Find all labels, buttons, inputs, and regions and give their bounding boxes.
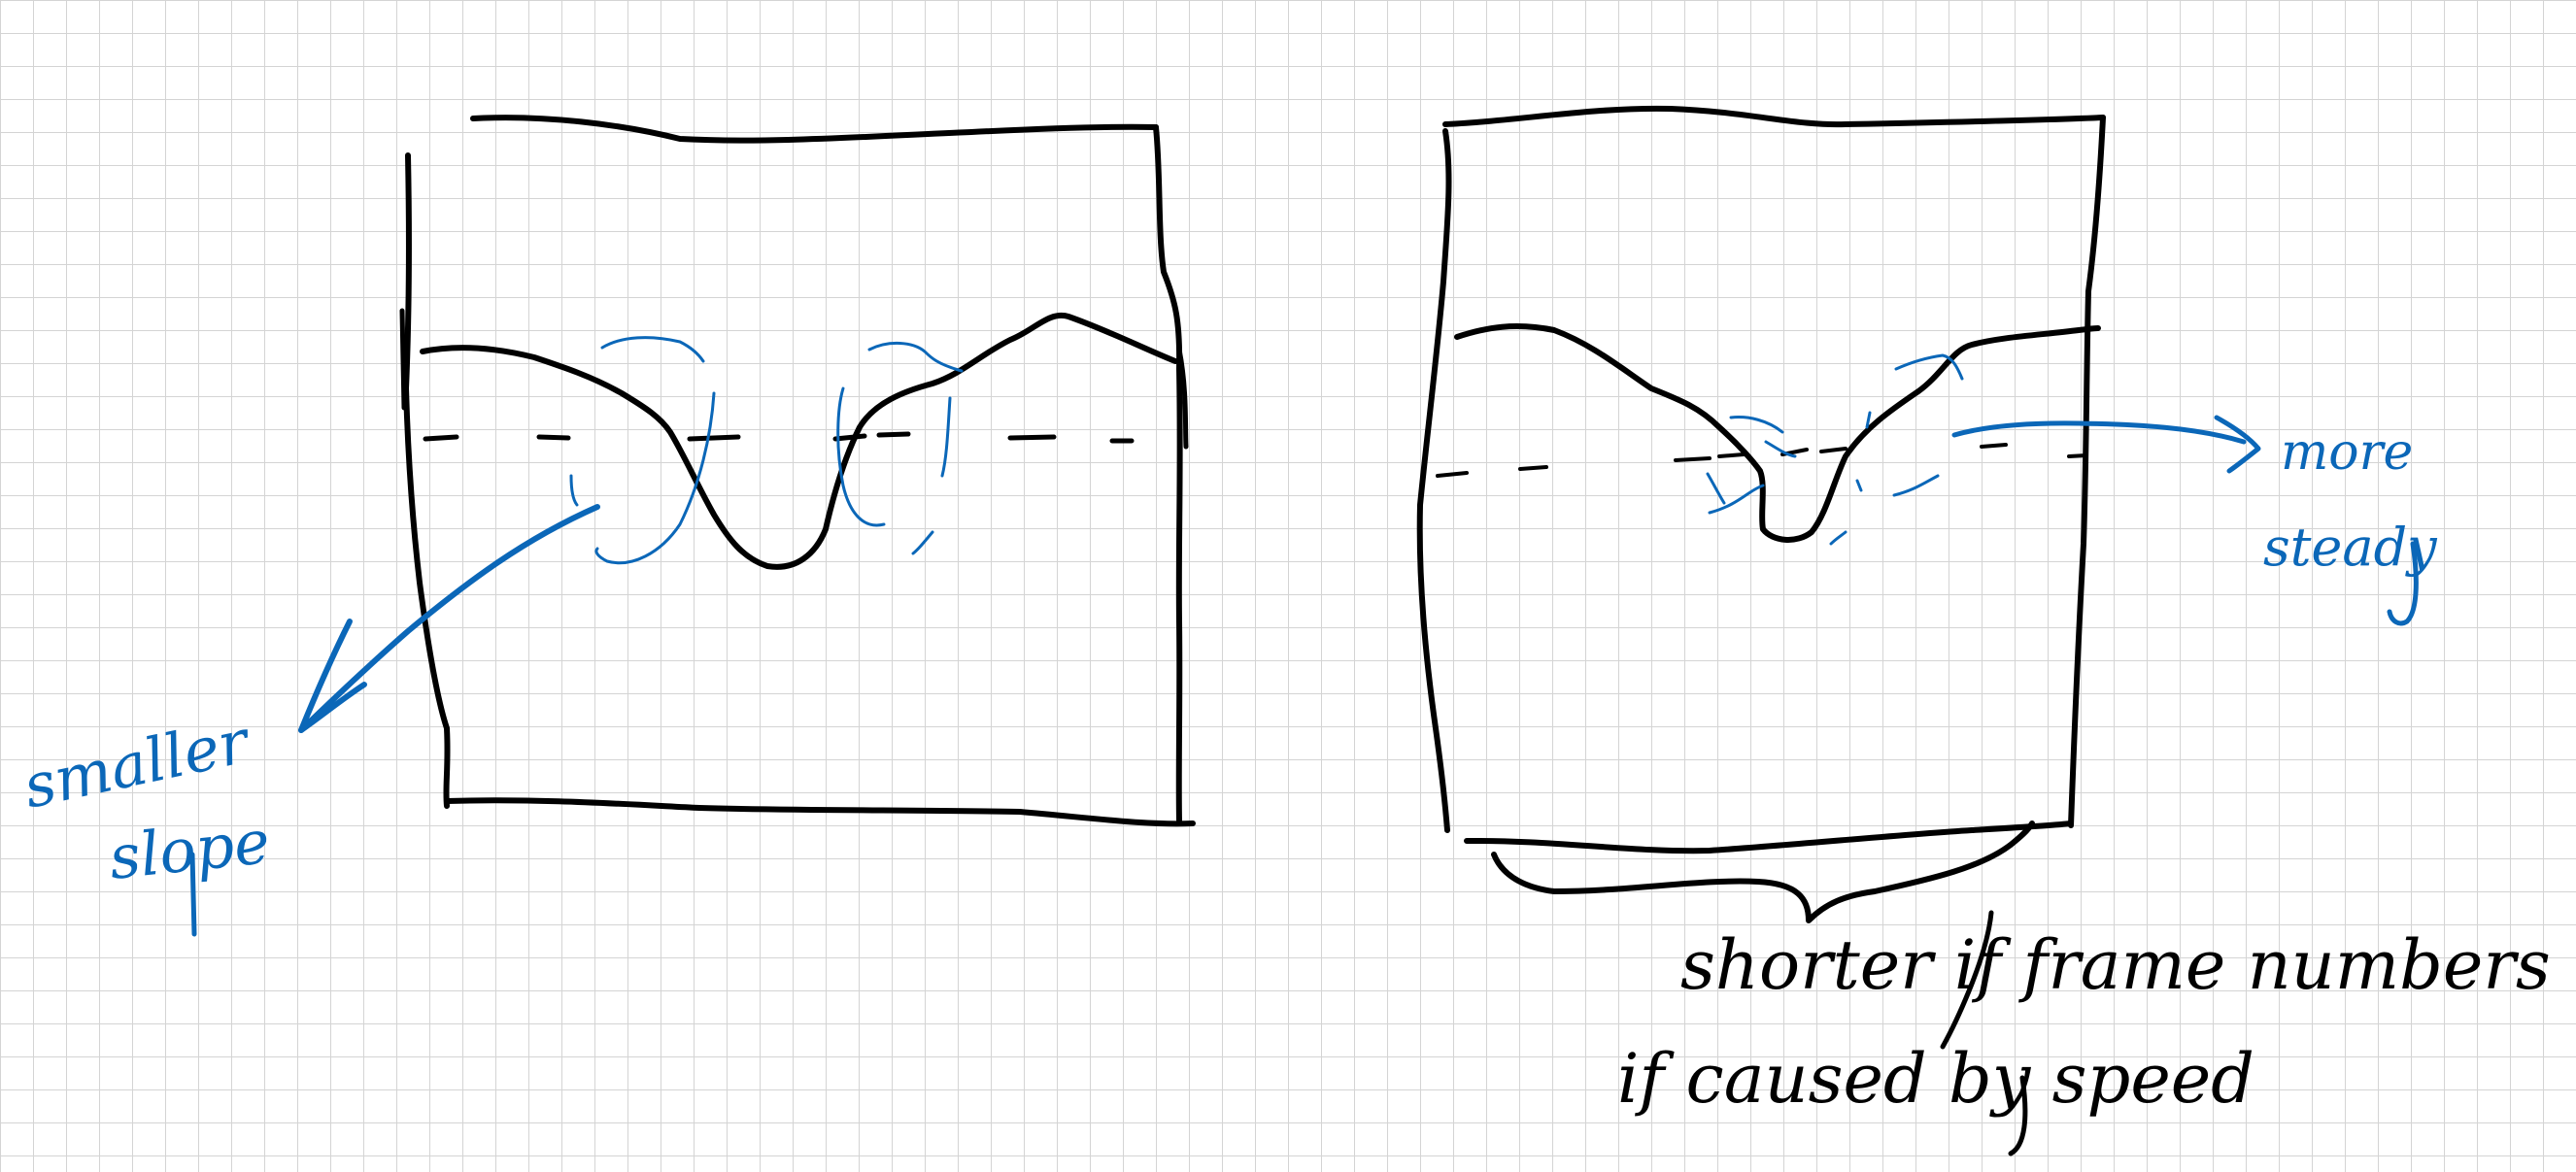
- left-blue-stroke-e: [836, 386, 886, 527]
- right-frame-left: [1416, 128, 1452, 833]
- right-blue-hump-b: [1729, 416, 1797, 458]
- left-annotation: smaller slope: [17, 705, 273, 937]
- left-annotation-descender: [189, 852, 197, 937]
- right-frame-right: [2068, 115, 2106, 828]
- left-terrain-curve: [420, 312, 1178, 570]
- left-annotation-line1: smaller: [17, 705, 257, 822]
- right-terrain-curve: [1454, 323, 2101, 543]
- right-frame-brace: [1491, 820, 2035, 923]
- left-frame-bottom: [444, 797, 1196, 827]
- bottom-note: shorter if frame numbers if caused by sp…: [1617, 910, 2551, 1156]
- left-frame-right: [1153, 124, 1183, 823]
- right-blue-stroke-c: [1708, 484, 1765, 515]
- right-annotation-line1: more: [2281, 423, 2413, 482]
- right-blue-stroke-d: [1829, 479, 1863, 546]
- left-frame-left: [403, 152, 451, 809]
- right-arrow-shaft: [1951, 420, 2247, 445]
- left-blue-stroke-c: [569, 474, 579, 507]
- bottom-note-descender-by: [2008, 1075, 2028, 1156]
- right-annotation: more steady: [2263, 423, 2438, 626]
- right-panel: [1416, 105, 2261, 923]
- left-frame-top: [470, 115, 1159, 144]
- left-arrow-shaft: [298, 504, 600, 733]
- right-frame-top: [1442, 105, 2106, 128]
- left-annotation-line2: slope: [106, 806, 273, 893]
- right-annotation-descender: [2387, 541, 2419, 626]
- right-blue-hump-e: [1894, 353, 1964, 381]
- left-blue-hump-d: [867, 342, 964, 373]
- left-frame-left-stub: [399, 308, 407, 411]
- left-blue-stroke-f: [911, 396, 952, 555]
- left-blue-stroke-b: [594, 391, 716, 565]
- right-reference-dashes: [1436, 443, 2088, 478]
- right-frame-bottom: [1464, 820, 2074, 854]
- bottom-note-line1: shorter if frame numbers: [1680, 925, 2551, 1005]
- bottom-note-line2: if caused by speed: [1617, 1039, 2254, 1119]
- left-panel: [298, 115, 1196, 827]
- right-blue-stroke-a: [1706, 472, 1726, 505]
- left-reference-dashes: [423, 431, 1135, 444]
- left-frame-right-inner: [1176, 347, 1189, 450]
- left-arrow-head: [298, 619, 367, 733]
- right-blue-stroke-f: [1865, 411, 1940, 497]
- right-arrow-head: [2214, 415, 2261, 474]
- left-blue-hump-a: [600, 336, 705, 363]
- right-annotation-line2: steady: [2263, 517, 2438, 578]
- bottom-note-descender-if: [1940, 910, 1994, 1050]
